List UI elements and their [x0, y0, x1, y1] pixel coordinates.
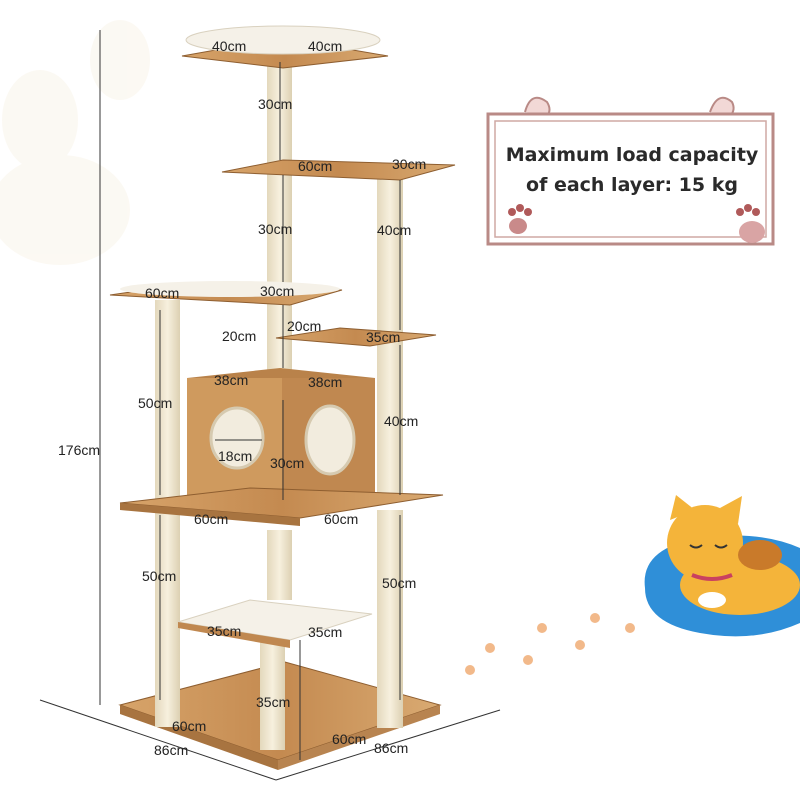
sign-line-1: Maximum load capacity — [505, 144, 759, 166]
dim-house-right: 38cm — [308, 374, 343, 390]
dim-level3-left: 60cm — [145, 285, 180, 301]
dim-small-platform: 20cm — [287, 318, 322, 334]
sign-line-2: of each layer: 15 kg — [526, 174, 738, 196]
small-step-platform — [275, 327, 437, 347]
dim-hammock-left: 35cm — [207, 623, 242, 639]
dim-right-mid-post: 40cm — [384, 413, 419, 429]
dim-top-right: 40cm — [308, 38, 343, 54]
dim-base-post: 35cm — [256, 694, 291, 710]
dim-house-height: 30cm — [270, 455, 305, 471]
dim-level2-right: 30cm — [392, 156, 427, 172]
dim-small-platform-right: 35cm — [366, 329, 401, 345]
dim-right-lower-post: 50cm — [382, 575, 417, 591]
dim-top-left: 40cm — [212, 38, 247, 54]
hammock-platform — [177, 599, 373, 648]
dim-left-upper-post: 50cm — [138, 395, 173, 411]
dim-level3-right: 30cm — [260, 283, 295, 299]
second-level-platform — [221, 159, 456, 181]
dim-hole: 18cm — [218, 448, 253, 464]
dim-base-left: 60cm — [172, 718, 207, 734]
dim-base-right: 60cm — [332, 731, 367, 747]
dim-footprint-left: 86cm — [154, 742, 189, 758]
dim-small-post: 20cm — [222, 328, 257, 344]
sign-paw-right — [736, 204, 765, 243]
dim-right-upper-post: 40cm — [377, 222, 412, 238]
dim-left-lower-post: 50cm — [142, 568, 177, 584]
dim-deck-left: 60cm — [194, 511, 229, 527]
load-capacity-sign — [486, 96, 775, 246]
dim-level2-left: 60cm — [298, 158, 333, 174]
top-platform — [181, 25, 389, 69]
paw-print-trail — [465, 613, 635, 675]
sign-paw-left — [508, 204, 532, 234]
dim-post-2: 30cm — [258, 221, 293, 237]
dim-total-height: 176cm — [58, 442, 101, 458]
dim-footprint-right: 86cm — [374, 740, 409, 756]
dimension-lines — [39, 30, 501, 781]
third-level-platform — [109, 281, 343, 306]
dim-hammock-right: 35cm — [308, 624, 343, 640]
background-paw-watermark — [0, 20, 150, 265]
dim-deck-right: 60cm — [324, 511, 359, 527]
cat-house — [187, 368, 375, 500]
dim-post-1: 30cm — [258, 96, 293, 112]
main-deck-platform — [119, 487, 444, 526]
sleeping-cat-illustration — [644, 495, 800, 637]
dim-house-left: 38cm — [214, 372, 249, 388]
load-capacity-text: Maximum load capacity of each layer: 15 … — [492, 140, 772, 200]
